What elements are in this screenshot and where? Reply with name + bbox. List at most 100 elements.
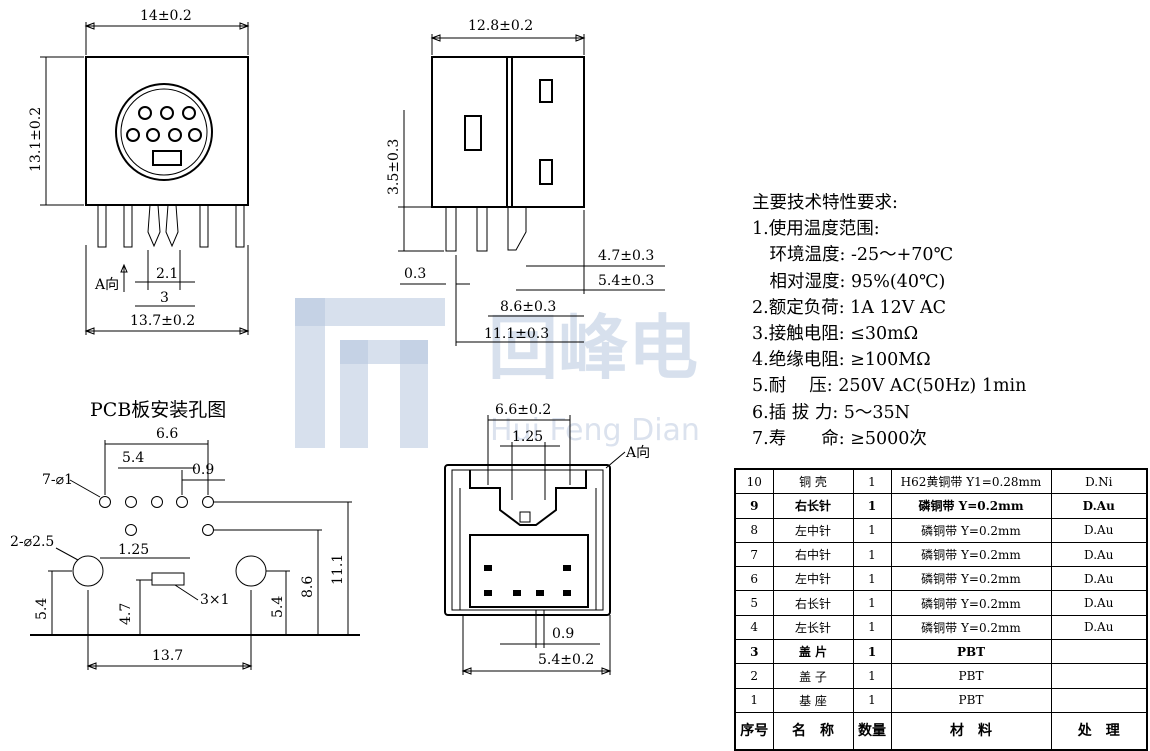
bom-cell-treatment: D.Au: [1050, 541, 1148, 568]
spec-line: 2.额定负荷: 1A 12V AC: [752, 297, 946, 318]
bom-cell-name: 右中针: [772, 541, 854, 568]
bom-header-material: 材 料: [890, 711, 1052, 751]
bom-cell-material: PBT: [890, 687, 1052, 713]
bottom-view: 6.6±0.2 1.25 A向 0.9 5.4±0.2: [444, 402, 650, 675]
bom-cell-no: 2: [734, 663, 774, 689]
spec-line: 1.使用温度范围:: [752, 219, 880, 240]
spec-line: 6.插 拔 力: 5～35N: [752, 402, 910, 423]
bom-cell-no: 9: [734, 493, 774, 519]
bottom-dim-small: 0.9: [552, 626, 574, 642]
bom-cell-treatment: [1050, 663, 1148, 689]
bom-cell-no: 1: [734, 687, 774, 713]
bom-cell-name: 左长针: [772, 614, 854, 641]
bom-cell-name: 左中针: [772, 566, 854, 592]
side-window-left: [464, 115, 482, 151]
bom-cell-qty: 1: [852, 614, 892, 641]
bom-cell-qty: 1: [852, 493, 892, 519]
spec-line: 相对湿度: 95%(40℃): [752, 271, 946, 292]
pcb-small-holes: [99, 496, 214, 536]
pcb-dim-slot-height: 4.7: [118, 603, 134, 625]
bom-cell-material: 磷铜带 Y=0.2mm: [890, 566, 1052, 592]
side-view: 12.8±0.2 3.5±0.3 0.3 4.7±0.3 5.4±0.3 8.6…: [386, 18, 665, 346]
bottom-latch: [469, 470, 587, 526]
bom-cell-qty: 1: [852, 541, 892, 568]
bom-cell-material: PBT: [890, 639, 1052, 665]
side-dim-b: 5.4±0.3: [598, 273, 654, 289]
front-socket-inner: [120, 88, 208, 176]
side-window-bottom: [539, 159, 553, 185]
pcb-dim-left-height: 5.4: [34, 598, 50, 620]
bottom-dim-base: 5.4±0.2: [538, 652, 594, 668]
bottom-pin-area: [469, 534, 589, 608]
front-dim-pin-pitch: 2.1: [156, 266, 178, 282]
bottom-direction-label: A向: [625, 445, 650, 461]
spec-title: 主要技术特性要求:: [752, 193, 898, 213]
spec-line: 环境温度: -25～+70℃: [752, 245, 954, 266]
spec-line: 5.耐 压: 250V AC(50Hz) 1min: [752, 376, 1027, 397]
front-dim-width: 14±0.2: [140, 8, 192, 24]
pcb-dim-8-6: 8.6: [300, 576, 316, 598]
bom-cell-qty: 1: [852, 663, 892, 689]
bom-cell-material: PBT: [890, 663, 1052, 689]
pcb-dim-right-height: 5.4: [270, 596, 286, 618]
side-dim-pin-height: 3.5±0.3: [386, 139, 402, 195]
pcb-label-large-holes: 2-⌀2.5: [10, 534, 54, 550]
pcb-dim-11-1: 11.1: [330, 554, 346, 585]
spec-line: 7.寿 命: ≥5000次: [752, 428, 927, 449]
pcb-slot: [151, 572, 185, 586]
front-socket-outer: [115, 83, 213, 181]
bottom-dim-width: 6.6±0.2: [495, 402, 551, 418]
bom-cell-material: 磷铜带 Y=0.2mm: [890, 541, 1052, 568]
bom-cell-no: 5: [734, 590, 774, 616]
pcb-dim-pitch: 1.25: [118, 542, 149, 558]
spec-block: 主要技术特性要求: 1.使用温度范围: 环境温度: -25～+70℃ 相对湿度:…: [752, 190, 1026, 452]
bom-header-row: 序号 名 称 数量 材 料 处 理: [734, 711, 1148, 751]
front-pins: [97, 204, 245, 248]
spec-line: 4.绝缘电阻: ≥100MΩ: [752, 350, 931, 371]
pcb-title: PCB板安装孔图: [90, 399, 226, 421]
bom-cell-treatment: D.Au: [1050, 614, 1148, 641]
watermark-text: 回峰电: [488, 307, 698, 389]
front-body-outline: [85, 56, 249, 206]
bottom-body-outline: [444, 464, 611, 616]
pcb-dim-bottom: 13.7: [152, 648, 183, 664]
bom-cell-name: 基 座: [772, 687, 854, 713]
side-pin-1: [445, 206, 457, 252]
bom-cell-material: H62黄铜带 Y1=0.28mm: [890, 468, 1052, 495]
bom-cell-no: 3: [734, 639, 774, 665]
watermark-logo-icon: [295, 298, 445, 448]
side-dim-d: 11.1±0.3: [484, 326, 549, 342]
bom-cell-name: 左中针: [772, 517, 854, 543]
bom-cell-qty: 1: [852, 639, 892, 665]
bom-cell-name: 盖 片: [772, 639, 854, 665]
bom-cell-treatment: D.Au: [1050, 493, 1148, 519]
bom-cell-treatment: [1050, 639, 1148, 665]
side-window-top: [539, 79, 553, 103]
bom-cell-qty: 1: [852, 687, 892, 713]
bom-cell-no: 6: [734, 566, 774, 592]
bom-cell-treatment: D.Au: [1050, 566, 1148, 592]
bom-cell-qty: 1: [852, 590, 892, 616]
front-direction-label: A向: [94, 277, 119, 293]
bom-header-qty: 数量: [852, 711, 892, 751]
bottom-body-inner: [451, 469, 604, 611]
bottom-pin-pads: [484, 565, 571, 596]
bom-header-name: 名 称: [772, 711, 854, 751]
bom-header-treatment: 处 理: [1050, 711, 1148, 751]
bom-cell-material: 磷铜带 Y=0.2mm: [890, 517, 1052, 543]
pcb-dim-overall: 6.6: [156, 426, 178, 442]
bom-cell-no: 8: [734, 517, 774, 543]
pcb-mount-hole-right: [235, 555, 267, 587]
pcb-hole-pattern: PCB板安装孔图 6.6 5.4 0.9 7-⌀1 2-⌀2.5 1.25: [10, 399, 360, 670]
bom-cell-qty: 1: [852, 566, 892, 592]
bom-cell-name: 盖 子: [772, 663, 854, 689]
side-dim-depth: 12.8±0.2: [468, 18, 533, 34]
side-dim-a: 4.7±0.3: [598, 248, 654, 264]
